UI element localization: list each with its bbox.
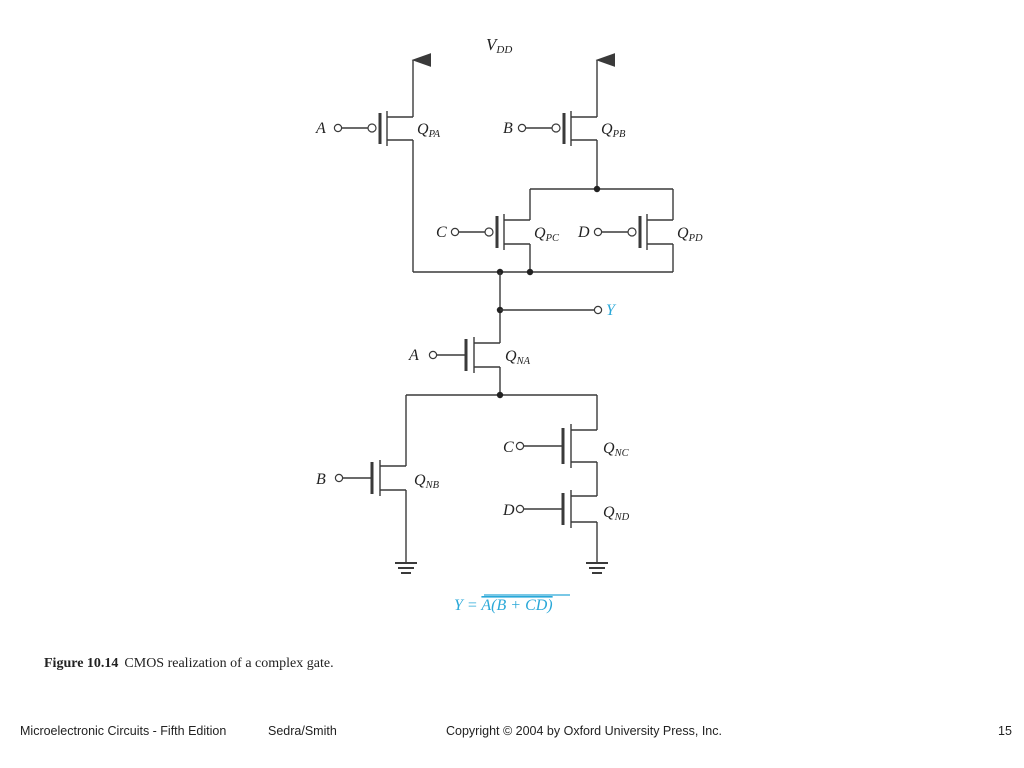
ground-symbol xyxy=(586,562,608,574)
input-label-a-bottom: A xyxy=(408,347,419,364)
input-terminal-a-bottom xyxy=(428,350,438,360)
transistor-qpb: B QPB xyxy=(503,53,626,189)
footer-authors: Sedra/Smith xyxy=(268,724,337,738)
transistor-qna: A QNA xyxy=(408,337,531,395)
transistor-qpc: C QPC xyxy=(436,189,560,272)
qpb-label: QPB xyxy=(601,121,626,140)
input-label-d-top: D xyxy=(577,224,590,241)
input-label-c-bottom: C xyxy=(503,439,514,456)
input-terminal-b-top xyxy=(517,123,527,133)
input-terminal-c-bottom xyxy=(515,441,525,451)
footer-copyright: Copyright © 2004 by Oxford University Pr… xyxy=(446,724,722,738)
input-label-a-top: A xyxy=(315,120,326,137)
figure-caption: Figure 10.14 CMOS realization of a comple… xyxy=(44,656,334,672)
qnb-label: QNB xyxy=(414,472,440,491)
footer-book-title: Microelectronic Circuits - Fifth Edition xyxy=(20,724,227,738)
input-terminal-c-top xyxy=(450,227,460,237)
transistor-qpd: D QPD xyxy=(577,189,703,272)
input-label-b-top: B xyxy=(503,120,513,137)
junction-dot xyxy=(526,268,534,276)
output-label-y: Y xyxy=(606,302,617,319)
qnd-label: QND xyxy=(603,504,630,523)
cmos-complex-gate-schematic: VDD A QPA B QPB xyxy=(315,35,703,614)
footer-page-number: 15 xyxy=(998,724,1012,738)
ground-symbol xyxy=(395,562,417,574)
transistor-qnd: D QND xyxy=(502,490,630,562)
input-terminal-b-bottom xyxy=(334,473,344,483)
qpc-label: QPC xyxy=(534,225,560,244)
output-equation: Y = A(B + CD) xyxy=(454,597,553,614)
input-terminal-d-bottom xyxy=(515,504,525,514)
qpd-label: QPD xyxy=(677,225,703,244)
qpa-label: QPA xyxy=(417,121,441,140)
qnc-label: QNC xyxy=(603,440,630,459)
input-label-b-bottom: B xyxy=(316,471,326,488)
input-label-d-bottom: D xyxy=(502,502,515,519)
figure-number: Figure 10.14 xyxy=(44,656,119,671)
input-terminal-d-top xyxy=(593,227,603,237)
qna-label: QNA xyxy=(505,348,531,367)
figure-caption-text: CMOS realization of a complex gate. xyxy=(124,656,334,671)
transistor-qnb: B QNB xyxy=(316,395,440,562)
transistor-qnc: C QNC xyxy=(503,395,630,496)
output-terminal-y xyxy=(593,305,603,315)
input-terminal-a-top xyxy=(333,123,343,133)
vdd-label: VDD xyxy=(486,35,512,56)
junction-dot xyxy=(593,185,601,193)
transistor-qpa: A QPA xyxy=(315,53,441,272)
input-label-c-top: C xyxy=(436,224,447,241)
junction-dot xyxy=(496,391,504,399)
